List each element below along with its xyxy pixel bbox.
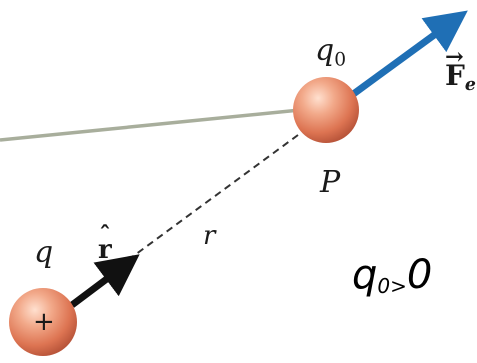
test-charge-label: q0 — [315, 33, 347, 71]
distance-label: r — [203, 221, 216, 251]
condition-label: q0>0 — [352, 252, 433, 298]
force-arrow — [349, 10, 468, 98]
point-label: P — [320, 165, 341, 200]
test-charge-sphere — [293, 77, 359, 143]
unit-vector-arrow — [69, 254, 140, 308]
source-charge-sphere — [9, 288, 77, 356]
source-sign-label: + — [33, 307, 55, 337]
force-label: Fe — [445, 46, 476, 95]
unit-vector-label: r — [98, 224, 112, 263]
background-line — [0, 108, 301, 142]
source-charge-label: q — [34, 235, 54, 270]
